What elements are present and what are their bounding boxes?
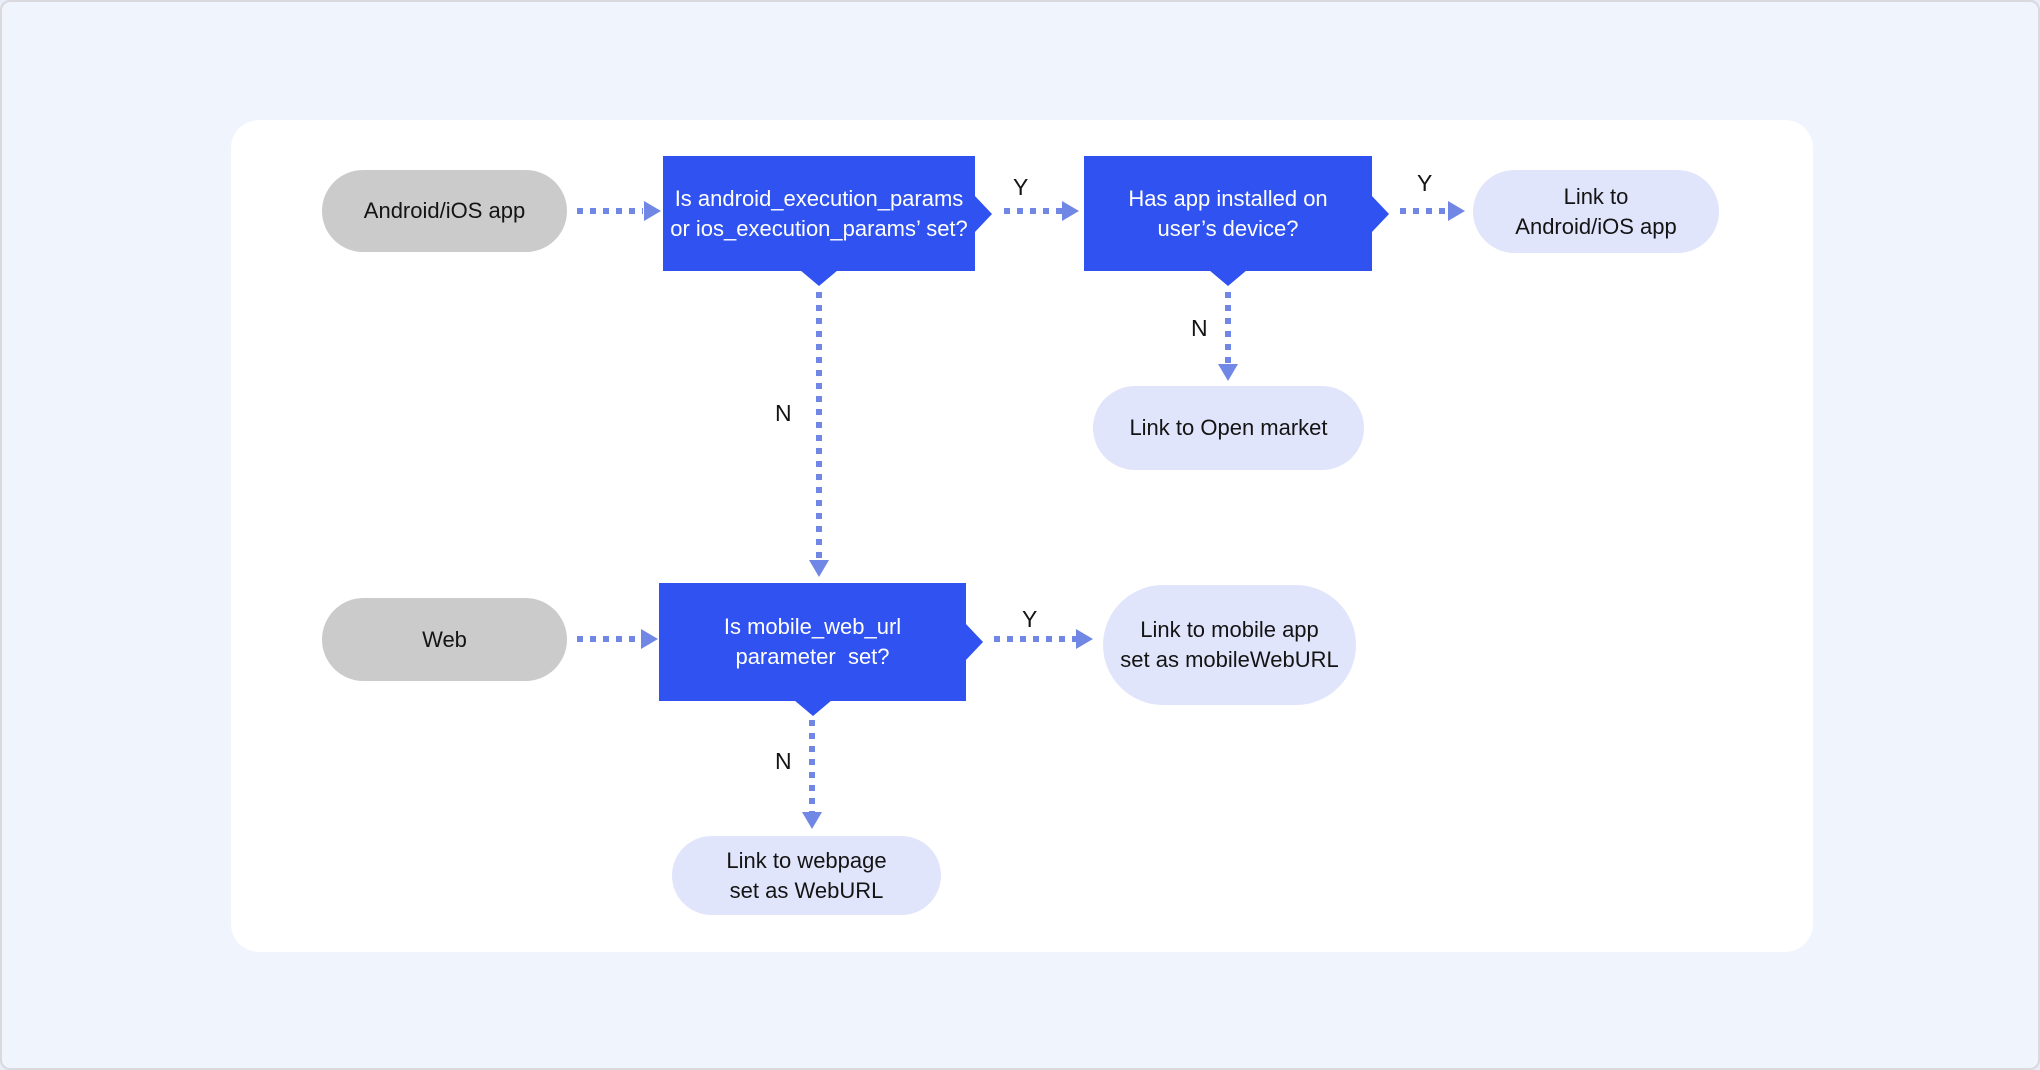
decision-pointer-right-icon: [965, 623, 983, 661]
decision-text-line: user’s device?: [1157, 215, 1299, 241]
arrowhead-right-icon: [1062, 201, 1079, 221]
node-label-line: Link to webpage: [726, 847, 887, 873]
edge-exec-params-yes-line: [1004, 208, 1062, 214]
edge-mobile-url-yes-line: [994, 636, 1076, 642]
arrowhead-right-icon: [644, 201, 661, 221]
decision-text-line: Is android_execution_params: [674, 185, 964, 211]
arrowhead-right-icon: [1076, 629, 1093, 649]
node-label: Web: [422, 626, 467, 652]
decision-pointer-right-icon: [1371, 194, 1389, 233]
decision-text-line: parameter set?: [735, 644, 890, 669]
decision-pointer-right-icon: [974, 194, 992, 233]
edge-exec-params-no-line: [816, 292, 822, 560]
edge-web-to-mobile-url-line: [577, 636, 641, 642]
edge-label-yes: Y: [1417, 170, 1433, 196]
decision-node-mobile-web-url: Is mobile_web_url parameter set?: [659, 583, 983, 716]
decision-pointer-down-icon: [1209, 270, 1247, 286]
decision-node-execution-params: Is android_execution_params or ios_execu…: [663, 156, 992, 286]
edge-label-no: N: [775, 400, 792, 426]
arrowhead-right-icon: [1448, 201, 1465, 221]
decision-text-line: Has app installed on: [1128, 185, 1328, 211]
edge-source-to-exec-params-line: [577, 208, 643, 214]
terminal-node-link-webpage: Link to webpage set as WebURL: [672, 836, 941, 915]
arrowhead-down-icon: [802, 812, 822, 829]
decision-text-line: Is mobile_web_url: [723, 614, 902, 639]
edge-mobile-url-no-line: [809, 720, 815, 812]
node-label-line: Link to Open market: [1129, 415, 1328, 440]
node-label-line: Link to: [1563, 183, 1629, 209]
edge-label-yes: Y: [1022, 606, 1038, 632]
source-node-web: Web: [322, 598, 567, 681]
decision-pointer-down-icon: [793, 700, 832, 716]
node-label: Android/iOS app: [363, 198, 526, 223]
edge-app-installed-no-line: [1225, 292, 1231, 364]
flowchart-card: Android/iOS app Is android_execution_par…: [231, 120, 1813, 952]
edge-label-no: N: [775, 748, 792, 774]
decision-node-app-installed: Has app installed on user’s device?: [1084, 156, 1389, 286]
arrowhead-down-icon: [809, 560, 829, 577]
decision-pointer-down-icon: [800, 270, 838, 286]
node-label-line: set as mobileWebURL: [1120, 647, 1339, 672]
terminal-node-link-mobile-app: Link to mobile app set as mobileWebURL: [1103, 585, 1356, 705]
edge-app-installed-yes-line: [1400, 208, 1448, 214]
arrowhead-right-icon: [641, 629, 658, 649]
node-label-line: set as WebURL: [729, 877, 884, 903]
edge-label-yes: Y: [1013, 174, 1029, 200]
decision-text-line: or ios_execution_params’ set?: [670, 215, 968, 241]
arrowhead-down-icon: [1218, 364, 1238, 381]
node-label-line: Android/iOS app: [1515, 213, 1677, 239]
node-label-line: Link to mobile app: [1140, 617, 1319, 642]
source-node-android-ios-app: Android/iOS app: [322, 170, 567, 252]
terminal-node-link-open-market: Link to Open market: [1093, 386, 1364, 470]
terminal-node-link-android-ios-app: Link to Android/iOS app: [1473, 170, 1719, 253]
edge-label-no: N: [1191, 315, 1208, 341]
